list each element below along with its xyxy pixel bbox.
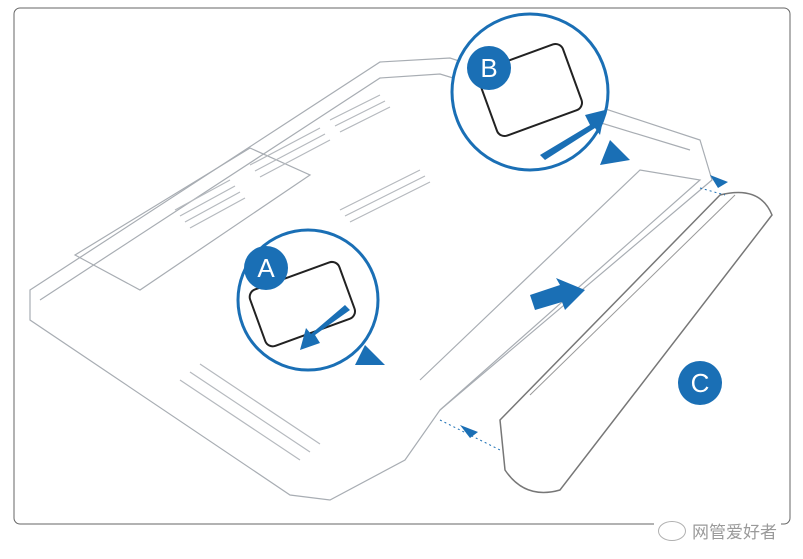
small-arrow-icon [710,175,728,188]
watermark-text: 网管爱好者 [692,523,777,542]
battery [499,191,773,494]
small-arrow-icon [460,425,478,438]
arrows [460,175,728,438]
label-c: C [691,368,710,398]
label-c-badge [678,361,722,405]
watermark: 网管爱好者 [654,518,781,543]
slide-arrow-icon [530,278,585,310]
label-a-badge [244,246,288,290]
laptop-base [29,57,713,501]
label-b: B [480,53,497,83]
label-a: A [257,253,275,283]
label-b-badge [467,46,511,90]
wechat-icon [658,520,686,541]
